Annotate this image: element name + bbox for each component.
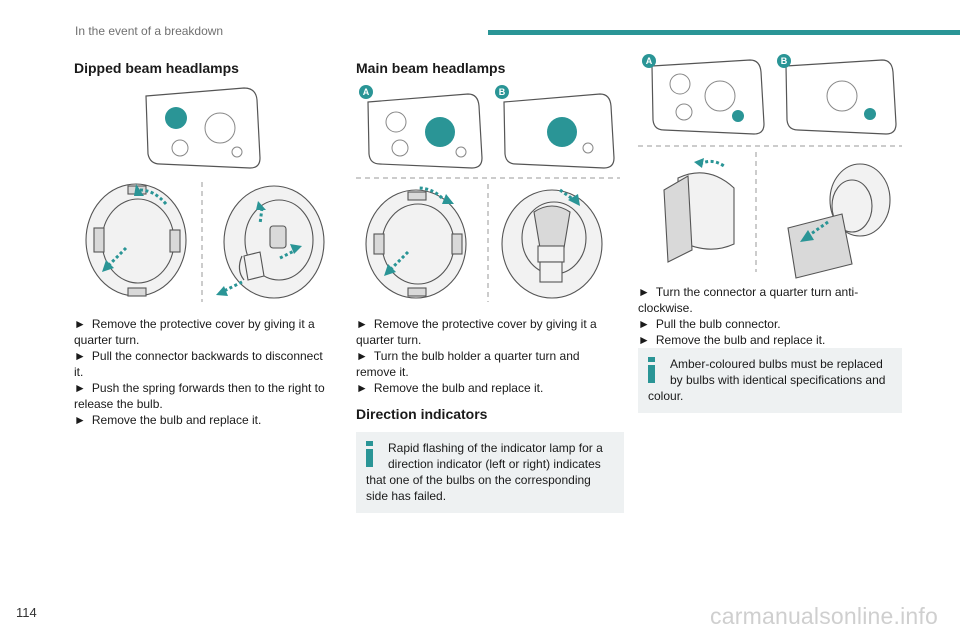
indicator-bulb-icon	[787, 163, 891, 279]
main-beam-illustration: A B	[356, 85, 620, 302]
section-header: In the event of a breakdown	[75, 24, 224, 38]
dipped-steps: ►Remove the protective cover by giving i…	[74, 316, 332, 428]
info-icon	[648, 357, 655, 383]
svg-text:A: A	[646, 56, 653, 66]
info-icon	[366, 441, 373, 467]
step-arrow-icon: ►	[74, 349, 86, 363]
step-arrow-icon: ►	[74, 413, 86, 427]
info-box-rapid-flashing: Rapid flashing of the indicator lamp for…	[356, 432, 624, 513]
indicator-connector-icon	[663, 172, 735, 263]
list-item: ►Remove the protective cover by giving i…	[74, 317, 315, 347]
step-arrow-icon: ►	[638, 285, 650, 299]
step-arrow-icon: ►	[74, 317, 86, 331]
bulb-highlight-icon	[732, 110, 744, 122]
headlamp-unit-icon	[145, 87, 261, 169]
list-item: ►Remove the bulb and replace it.	[74, 413, 262, 427]
watermark: carmanualsonline.info	[710, 603, 938, 629]
list-item: ►Remove the bulb and replace it.	[356, 381, 544, 395]
list-item: ►Pull the connector backwards to disconn…	[74, 349, 323, 379]
bulb-holder-icon	[501, 189, 603, 299]
label-a: A	[363, 87, 370, 97]
list-item: ►Turn the bulb holder a quarter turn and…	[356, 349, 580, 379]
header-accent-bar	[488, 30, 960, 35]
indicator-steps: ►Turn the connector a quarter turn anti-…	[638, 284, 900, 348]
step-arrow-icon: ►	[638, 317, 650, 331]
list-item: ►Turn the connector a quarter turn anti-…	[638, 285, 859, 315]
step-arrow-icon: ►	[356, 381, 368, 395]
info-box-amber-bulbs: Amber-coloured bulbs must be replaced by…	[638, 348, 902, 413]
indicator-illustration: A B	[638, 54, 902, 279]
step-arrow-icon: ►	[356, 317, 368, 331]
bulb-highlight-icon	[165, 107, 187, 129]
list-item: ►Pull the bulb connector.	[638, 317, 781, 331]
protective-cover-icon	[365, 189, 467, 299]
page-number: 114	[16, 605, 37, 620]
list-item: ►Remove the bulb and replace it.	[638, 333, 826, 347]
connector-assembly-icon	[223, 185, 325, 299]
protective-cover-icon	[85, 183, 187, 297]
label-b-badge	[495, 85, 509, 99]
label-b-badge	[777, 54, 791, 68]
list-item: ►Remove the protective cover by giving i…	[356, 317, 597, 347]
step-arrow-icon: ►	[74, 381, 86, 395]
label-a-badge	[642, 54, 656, 68]
dipped-beam-illustration	[85, 87, 325, 302]
section-title-direction: Direction indicators	[356, 406, 488, 422]
label-a-badge	[359, 85, 373, 99]
svg-text:B: B	[781, 56, 788, 66]
section-title-dipped: Dipped beam headlamps	[74, 60, 239, 76]
label-b: B	[499, 87, 506, 97]
list-item: ►Push the spring forwards then to the ri…	[74, 381, 325, 411]
main-beam-steps: ►Remove the protective cover by giving i…	[356, 316, 618, 396]
step-arrow-icon: ►	[356, 349, 368, 363]
step-arrow-icon: ►	[638, 333, 650, 347]
section-title-main-beam: Main beam headlamps	[356, 60, 506, 76]
